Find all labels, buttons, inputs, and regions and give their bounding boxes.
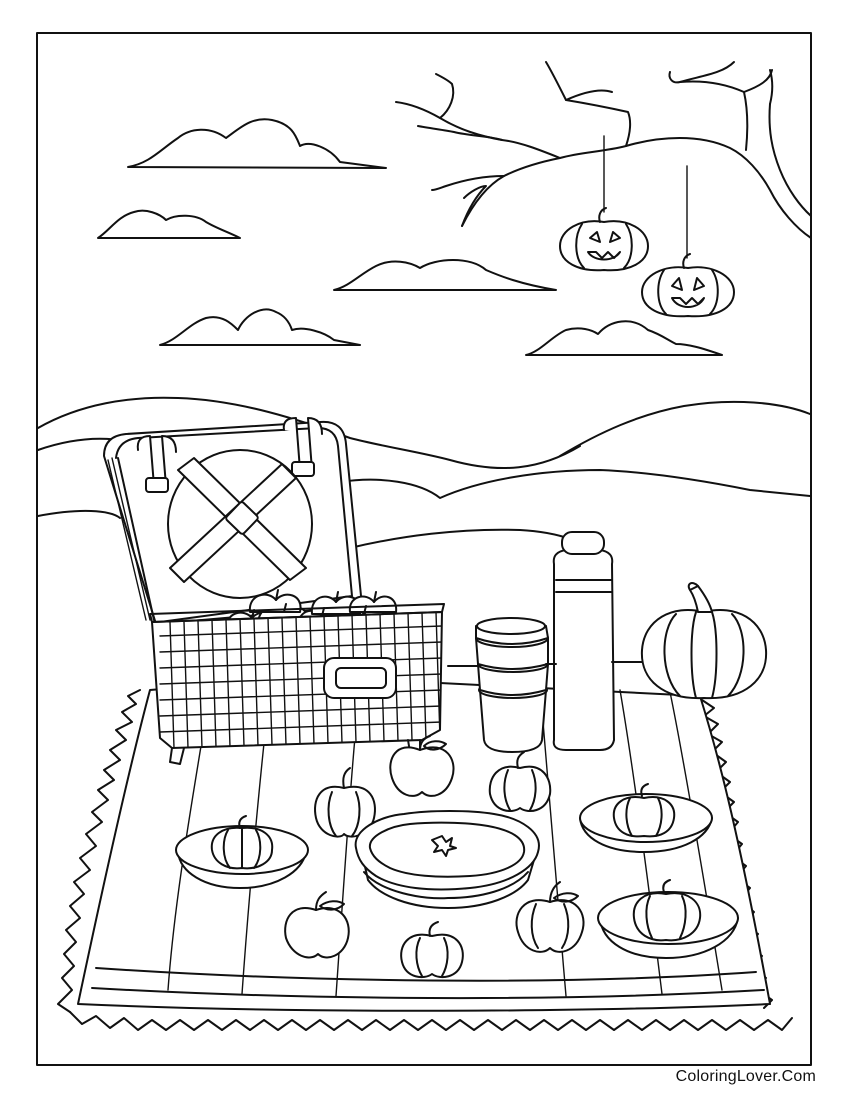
pie-left [175,815,309,889]
clouds [97,118,723,356]
pie-right-bottom [597,879,739,959]
thermos [552,531,615,751]
apple-lower-right [515,881,585,953]
pumpkin-center-right [488,751,552,812]
pumpkin-near-basket [314,767,376,838]
apple-lower-left [284,891,350,959]
table-edge [447,661,647,667]
pumpkin-lower-center [400,921,464,979]
basket-lid [103,417,363,625]
pie-right-top [579,783,713,853]
watermark-text: ColoringLover.Com [675,1068,816,1085]
page-border [36,32,812,1066]
apple-center-top [389,735,455,797]
pumpkin-pie-center [354,810,540,909]
cup-stack [475,617,549,753]
large-pumpkin [640,582,768,700]
hanging-pumpkin-left [559,135,649,272]
tree-branch [395,61,812,239]
hanging-pumpkin-right [641,165,735,318]
picnic-basket [149,603,445,765]
